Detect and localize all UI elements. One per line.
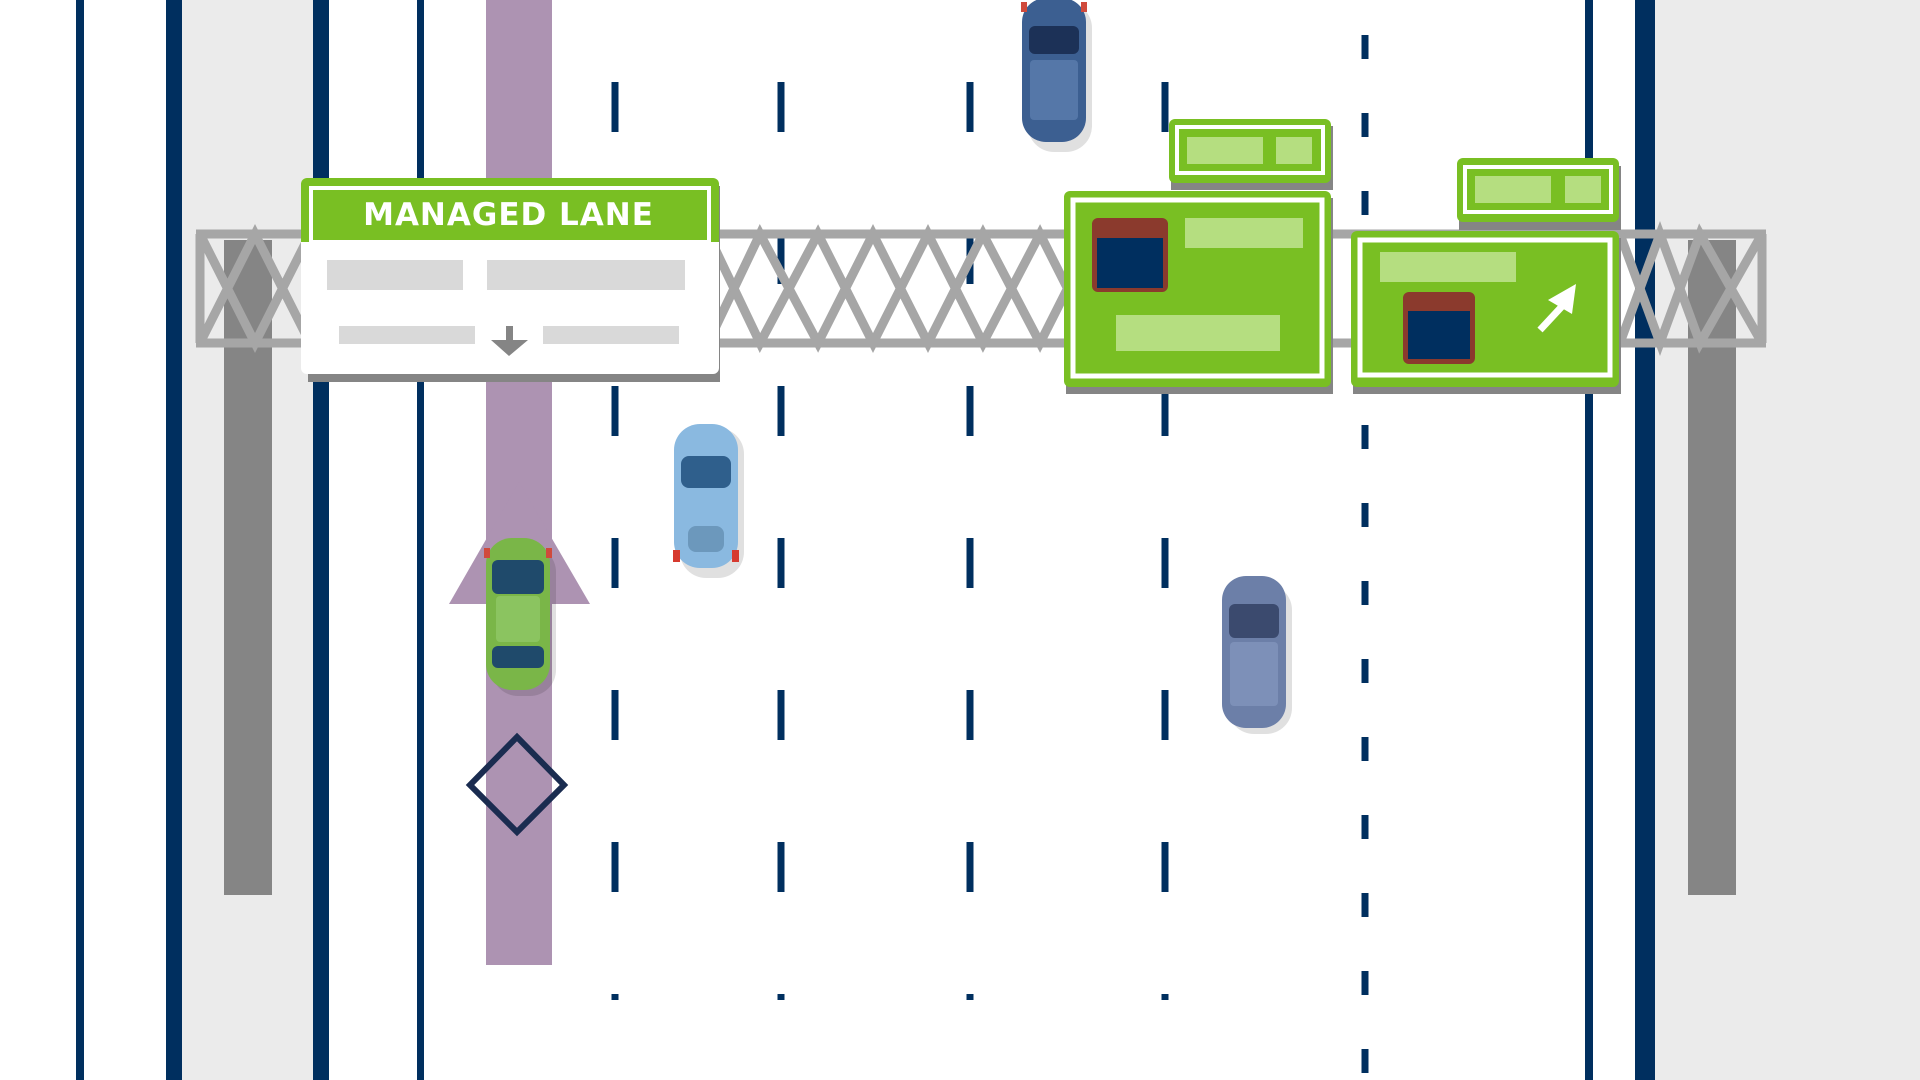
guide-sign-small-1 xyxy=(1169,119,1333,190)
car-dark-blue-top xyxy=(1021,0,1092,152)
car-green xyxy=(484,538,556,696)
car-light-blue xyxy=(673,424,744,578)
guide-sign-large-1 xyxy=(1064,191,1333,394)
diamond-lane-marker-icon xyxy=(465,732,569,837)
car-slate-blue xyxy=(1222,576,1292,734)
exit-arrow-icon xyxy=(1537,284,1576,333)
gantry-pillar-left xyxy=(224,240,272,895)
down-arrow-icon xyxy=(491,326,528,356)
managed-lane-sign xyxy=(301,178,720,382)
guide-sign-small-2 xyxy=(1457,158,1621,230)
guide-sign-large-2 xyxy=(1351,231,1621,394)
gantry-pillar-right xyxy=(1688,240,1736,895)
sign-title: MANAGED LANE xyxy=(363,197,654,233)
